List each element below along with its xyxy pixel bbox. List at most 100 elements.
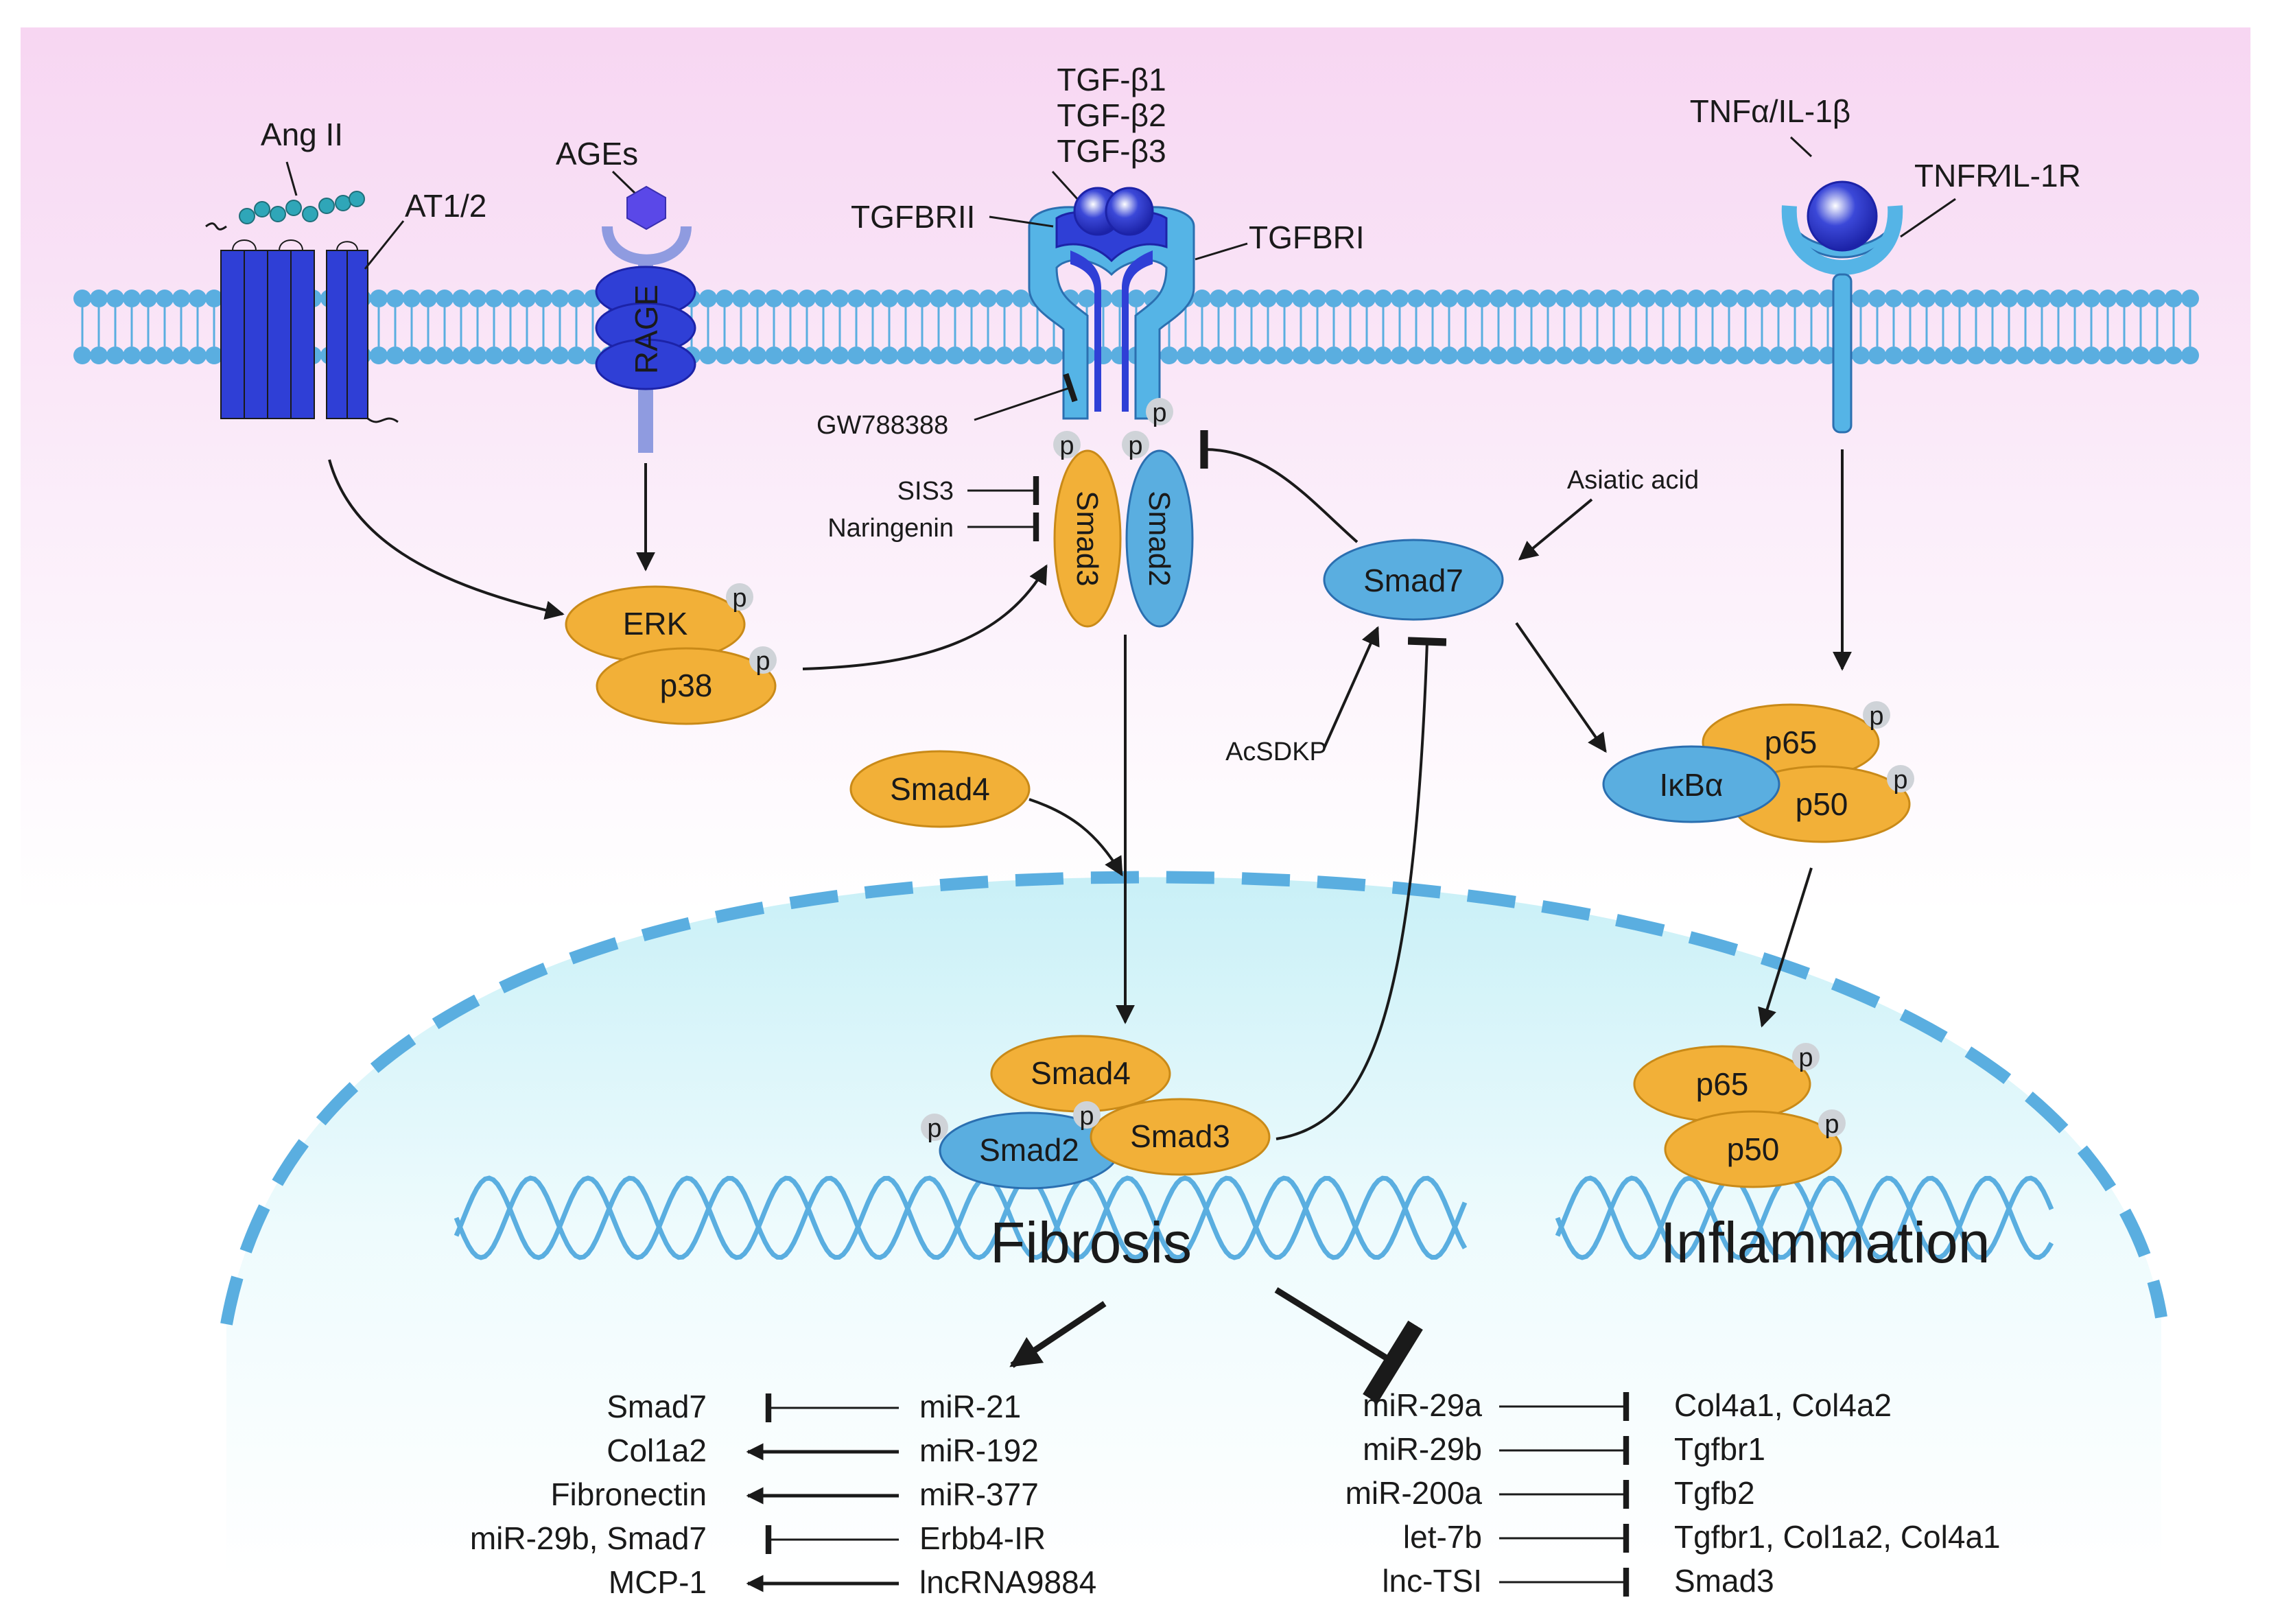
tgfbrii-label: TGFBRII: [851, 199, 975, 235]
svg-text:Smad4: Smad4: [1031, 1055, 1131, 1091]
inhibit-fibrosis-right: [1274, 1287, 1423, 1404]
left-target-label: Col1a2: [607, 1433, 707, 1468]
smad4-label: Smad4: [890, 771, 990, 807]
svg-text:p: p: [1824, 1110, 1839, 1139]
dna-helix: [454, 1175, 2054, 1260]
smad3-nucleus: [1090, 1098, 1271, 1176]
rage-label: RAGE: [628, 285, 664, 374]
left-target-label: Fibronectin: [550, 1476, 707, 1512]
arrow-smad7-ikba: [1515, 622, 1607, 753]
tnf-il1-label: TNFα/IL-1β: [1690, 93, 1851, 129]
inflammation-label: Inflammation: [1660, 1210, 1990, 1275]
ang-ii-label: Ang II: [261, 117, 343, 152]
p50-nucleus: [1664, 1110, 1842, 1188]
smad7-protein: [1323, 539, 1504, 621]
right-target-label: Tgfbr1, Col1a2, Col4a1: [1674, 1519, 2001, 1555]
acsdkp-label: AcSDKP: [1225, 738, 1327, 766]
right-regulator-label: let-7b: [1403, 1519, 1482, 1555]
p38-protein: [596, 647, 777, 725]
svg-text:p: p: [1798, 1044, 1813, 1072]
inhibit-smad3-smad7: [1275, 637, 1447, 1140]
right-regulator-table: miR-29a Col4a1, Col4a2 miR-29b Tgfbr1 miR-20…: [1345, 1387, 2001, 1599]
left-regulator-label: lncRNA9884: [919, 1564, 1096, 1600]
tgf-b2-label: TGF-β2: [1057, 97, 1166, 133]
tgfb-receptor-complex: [1028, 187, 1195, 420]
ages-label: AGEs: [556, 136, 638, 172]
phospho-badge: [1146, 398, 1173, 425]
left-target-label: miR-29b, Smad7: [470, 1520, 707, 1556]
gw788388-label: GW788388: [816, 411, 948, 440]
right-target-label: Col4a1, Col4a2: [1674, 1387, 1892, 1423]
naringenin-label: Naringenin: [827, 514, 954, 543]
tnfr-receptor: [1781, 180, 1903, 434]
smad7-label: Smad7: [1363, 563, 1463, 598]
at12-label: AT1/2: [405, 188, 486, 224]
right-target-label: Tgfbr1: [1674, 1431, 1765, 1467]
ikba-label: IκBα: [1659, 767, 1723, 803]
ang-ii-peptide: [239, 191, 365, 224]
left-regulator-label: Erbb4-IR: [919, 1520, 1046, 1556]
asiatic-acid-label: Asiatic acid: [1567, 466, 1699, 495]
p38-label: p38: [660, 668, 713, 703]
tgf-b1-label: TGF-β1: [1057, 62, 1166, 97]
rage-cup: [602, 226, 692, 266]
ikba-protein: [1602, 745, 1780, 823]
right-target-label: Tgfb2: [1674, 1475, 1755, 1511]
arrow-fibrosis-left: [1009, 1301, 1107, 1368]
tgf-b3-label: TGF-β3: [1057, 133, 1166, 169]
tnf-ligand-ball: [1807, 180, 1878, 252]
smad3-label: Smad3: [1070, 491, 1104, 586]
arrow-smad4-nucleus: [1028, 798, 1123, 877]
svg-text:p: p: [1869, 702, 1883, 731]
at1-2-receptor: [205, 222, 399, 423]
arrow-p38-smad3: [802, 564, 1048, 670]
svg-text:p65: p65: [1696, 1066, 1749, 1102]
smad4-cytoplasm: [849, 750, 1031, 828]
smad2-label: Smad2: [1142, 491, 1176, 586]
svg-text:Smad3: Smad3: [1130, 1118, 1230, 1154]
erk-label: ERK: [623, 606, 688, 642]
left-regulator-label: miR-192: [919, 1433, 1039, 1468]
arrow-acsdkp-smad7: [1323, 626, 1380, 749]
svg-text:p: p: [1059, 432, 1074, 460]
right-regulator-label: lnc-TSI: [1382, 1563, 1482, 1599]
right-regulator-label: miR-29b: [1363, 1431, 1482, 1467]
phospho-label: p: [1152, 399, 1166, 427]
smad3-cytoplasm: [1053, 449, 1122, 628]
cell-membrane: [73, 290, 2199, 364]
arrow-at12-erk: [328, 459, 565, 620]
left-regulator-label: miR-377: [919, 1476, 1039, 1512]
sis3-label: SIS3: [897, 477, 954, 506]
svg-text:p50: p50: [1796, 786, 1848, 822]
svg-text:p: p: [1893, 766, 1907, 795]
svg-text:Smad2: Smad2: [979, 1132, 1079, 1168]
nuclear-envelope: [220, 871, 2167, 1326]
fibrosis-label: Fibrosis: [990, 1210, 1192, 1275]
left-target-label: MCP-1: [609, 1564, 707, 1600]
right-regulator-label: miR-29a: [1363, 1387, 1482, 1423]
arrow-asiatic-smad7: [1518, 498, 1593, 561]
svg-text:p: p: [732, 584, 746, 613]
left-regulator-label: miR-21: [919, 1389, 1021, 1424]
svg-text:p50: p50: [1727, 1131, 1780, 1167]
inhibit-smad7-receptor: [1200, 429, 1359, 543]
left-target-label: Smad7: [607, 1389, 707, 1424]
tgfbri-label: TGFBRI: [1249, 220, 1365, 255]
cytoplasm-background: [21, 27, 2250, 913]
svg-text:p: p: [1079, 1102, 1094, 1131]
right-target-label: Smad3: [1674, 1563, 1774, 1599]
svg-text:p: p: [927, 1114, 941, 1143]
tnfr-label: TNFR∕IL-1R: [1914, 158, 2081, 193]
svg-text:p: p: [1128, 432, 1142, 460]
ages-hexagon-icon: [626, 185, 666, 231]
svg-text:p65: p65: [1765, 725, 1818, 760]
smad2-cytoplasm: [1125, 449, 1194, 628]
rage-domain-3: [595, 338, 696, 390]
signaling-arrows: [328, 429, 1852, 1404]
right-regulator-label: miR-200a: [1345, 1475, 1483, 1511]
arrow-p65-nucleus: [1758, 867, 1813, 1028]
svg-text:p: p: [755, 647, 770, 676]
